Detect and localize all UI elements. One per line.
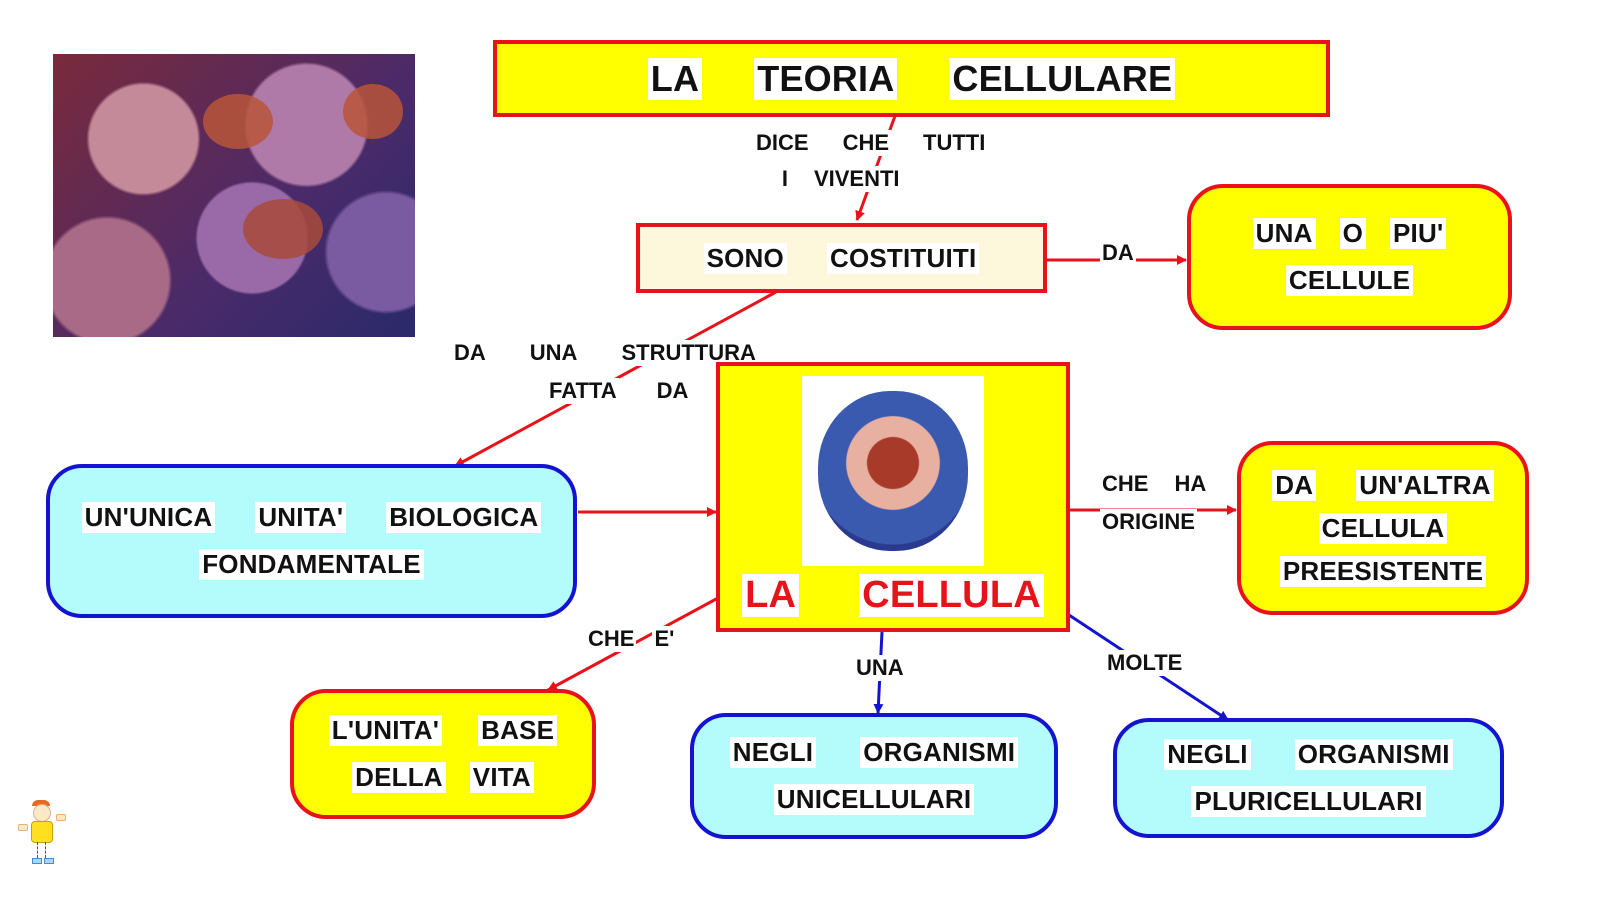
link-word: UNA xyxy=(854,655,906,681)
node-unita-biologica: UN'UNICA UNITA' BIOLOGICA FONDAMENTALE xyxy=(46,464,577,618)
link-label-molte: MOLTE xyxy=(1105,650,1185,676)
node-unicellulari: NEGLI ORGANISMI UNICELLULARI xyxy=(690,713,1058,839)
node-word: O xyxy=(1339,218,1367,249)
node-la-cellula: LA CELLULA xyxy=(716,362,1070,632)
link-word: DA xyxy=(1100,240,1136,266)
node-unita-base-vita: L'UNITA' BASE DELLA VITA xyxy=(290,689,596,819)
link-word: E' xyxy=(652,626,677,652)
mascot-hand-right xyxy=(56,814,66,821)
title-word: TEORIA xyxy=(754,57,898,100)
node-da-un-altra-cellula: DA UN'ALTRA CELLULA PREESISTENTE xyxy=(1237,441,1529,615)
node-sono-costituiti: SONO COSTITUITI xyxy=(636,223,1047,293)
node-una-o-piu-cellule: UNA O PIU' CELLULE xyxy=(1187,184,1512,330)
cell-nucleus-1 xyxy=(203,94,273,149)
link-word: HA xyxy=(1172,471,1209,497)
node-word: PIU' xyxy=(1390,218,1447,249)
node-word: COSTITUITI xyxy=(826,242,980,274)
link-label-che-ha-origine: CHE HA ORIGINE xyxy=(1100,471,1209,535)
link-word: UNA xyxy=(527,340,580,366)
node-word: SONO xyxy=(703,242,787,274)
link-word: TUTTI xyxy=(921,130,988,156)
link-label-una: UNA xyxy=(854,655,906,681)
link-word: STRUTTURA xyxy=(619,340,758,366)
node-word: CELLULE xyxy=(1285,265,1414,296)
node-word: DA xyxy=(1272,469,1317,501)
node-word: CELLULA xyxy=(1318,512,1448,544)
link-word: CHE xyxy=(1100,471,1151,497)
node-word: UNITA' xyxy=(255,502,347,533)
node-pluricellulari: NEGLI ORGANISMI PLURICELLULARI xyxy=(1113,718,1504,838)
mascot-hair xyxy=(32,800,50,806)
mascot-body xyxy=(31,821,53,843)
mascot-head xyxy=(33,804,51,822)
link-label-che-e: CHE E' xyxy=(586,626,677,652)
node-word: CELLULA xyxy=(859,574,1044,617)
mascot-foot-left xyxy=(32,858,42,864)
title-word: LA xyxy=(647,57,703,100)
node-word: LA xyxy=(742,574,800,617)
node-word: DELLA xyxy=(352,762,446,793)
mascot-icon xyxy=(16,800,66,864)
link-word: ORIGINE xyxy=(1100,509,1197,534)
cell-illustration xyxy=(802,376,984,566)
node-word: L'UNITA' xyxy=(328,715,443,746)
node-word: UNA xyxy=(1252,218,1316,249)
mascot-leg-right xyxy=(45,842,46,858)
mascot-hand-left xyxy=(18,824,28,831)
node-word: NEGLI xyxy=(729,737,817,768)
title-word: CELLULARE xyxy=(949,57,1176,100)
title-box: LA TEORIA CELLULARE xyxy=(493,40,1330,117)
link-word: I xyxy=(779,166,790,192)
link-word: MOLTE xyxy=(1105,650,1185,676)
node-word: VITA xyxy=(469,762,534,793)
link-label-da-una-struttura: DA UNA STRUTTURA FATTA DA xyxy=(452,340,758,404)
link-label-dice-che: DICE CHE TUTTI I VIVENTI xyxy=(754,130,988,192)
cell-membrane xyxy=(818,391,968,551)
mascot-leg-left xyxy=(37,842,38,858)
link-word: DA xyxy=(452,340,488,366)
node-word: UN'ALTRA xyxy=(1356,469,1494,501)
link-word: VIVENTI xyxy=(811,166,902,192)
node-word: ORGANISMI xyxy=(1294,739,1453,770)
node-word: BASE xyxy=(478,715,558,746)
cell-nucleus-3 xyxy=(243,199,323,259)
cell-nucleus-2 xyxy=(343,84,403,139)
link-word: CHE xyxy=(586,626,637,652)
node-word: FONDAMENTALE xyxy=(199,549,424,580)
link-word: FATTA xyxy=(547,378,619,404)
node-word: PLURICELLULARI xyxy=(1191,786,1426,817)
link-word: CHE xyxy=(840,130,892,156)
link-word: DICE xyxy=(754,130,811,156)
node-word: PREESISTENTE xyxy=(1279,555,1487,587)
link-word: DA xyxy=(654,378,691,404)
link-label-da: DA xyxy=(1100,240,1136,266)
cells-photo xyxy=(53,54,415,337)
mascot-foot-right xyxy=(44,858,54,864)
node-word: ORGANISMI xyxy=(860,737,1019,768)
node-word: UN'UNICA xyxy=(81,502,216,533)
node-word: NEGLI xyxy=(1164,739,1251,770)
node-word: BIOLOGICA xyxy=(386,502,542,533)
node-word: UNICELLULARI xyxy=(773,784,975,815)
